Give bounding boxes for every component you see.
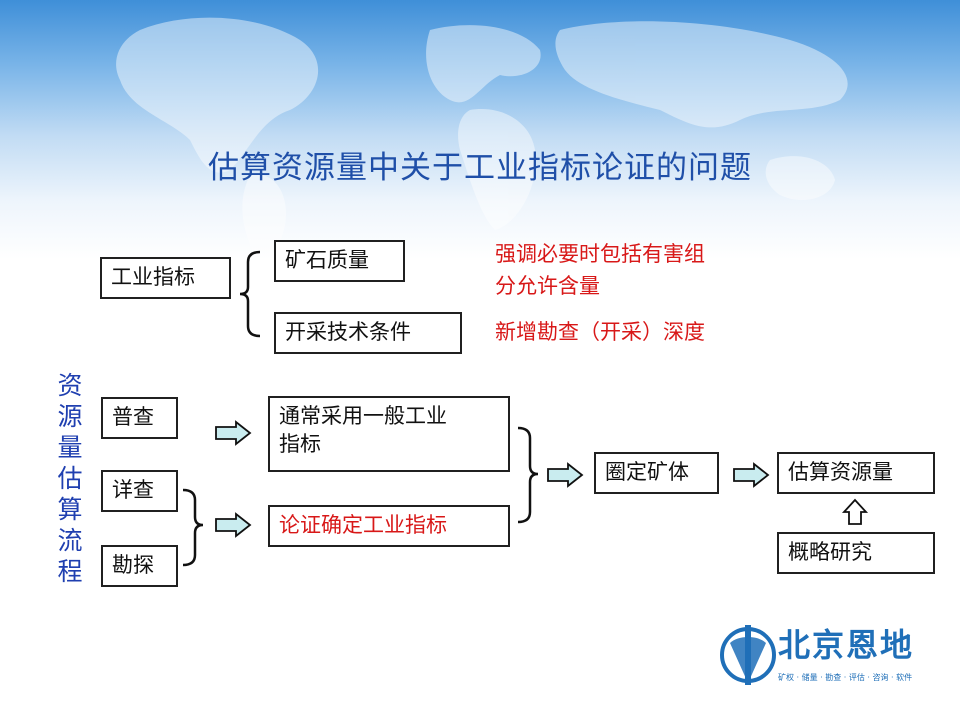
brace-detail-explore xyxy=(182,488,204,567)
arrow-right-icon xyxy=(215,420,252,446)
arrow-up-icon xyxy=(841,498,869,525)
note-harmful-components: 强调必要时包括有害组 分允许含量 xyxy=(495,238,705,302)
scoping-study-box: 概略研究 xyxy=(777,532,935,574)
world-map-background xyxy=(116,17,848,257)
company-logo-icon xyxy=(720,625,776,685)
delineate-orebody-box: 圈定矿体 xyxy=(594,452,719,494)
vertical-char: 程 xyxy=(57,557,83,586)
note-added-depth: 新增勘查（开采）深度 xyxy=(495,320,705,344)
note-harmful-line-2: 分允许含量 xyxy=(495,274,600,298)
general-indicator-line-2: 指标 xyxy=(279,432,321,456)
vertical-char: 流 xyxy=(57,526,83,555)
company-logo-tagline: 矿权 · 储量 · 勘查 · 评估 · 咨询 · 软件 xyxy=(778,673,913,682)
note-harmful-line-1: 强调必要时包括有害组 xyxy=(495,242,705,266)
company-logo-name: 北京恩地 xyxy=(778,626,915,664)
verified-indicator-box: 论证确定工业指标 xyxy=(268,505,510,547)
mining-conditions-box: 开采技术条件 xyxy=(274,312,462,354)
general-indicator-line-1: 通常采用一般工业 xyxy=(279,404,447,428)
vertical-char: 估 xyxy=(57,464,83,493)
exploration-stage-box: 勘探 xyxy=(101,545,178,587)
industrial-indicator-box: 工业指标 xyxy=(100,257,231,299)
detailed-stage-box: 详查 xyxy=(101,470,178,512)
vertical-process-label: 资 源 量 估 算 流 程 xyxy=(53,370,87,587)
page-title: 估算资源量中关于工业指标论证的问题 xyxy=(208,150,752,186)
estimate-resources-box: 估算资源量 xyxy=(777,452,935,494)
survey-stage-box: 普查 xyxy=(101,397,178,439)
arrow-right-icon xyxy=(215,512,252,538)
arrow-right-icon xyxy=(547,462,584,488)
arrow-right-icon xyxy=(733,462,770,488)
general-indicator-box: 通常采用一般工业 指标 xyxy=(268,396,510,472)
vertical-char: 源 xyxy=(57,402,83,431)
vertical-char: 算 xyxy=(57,495,83,524)
vertical-char: 资 xyxy=(57,371,83,400)
brace-industrial xyxy=(239,250,261,338)
vertical-char: 量 xyxy=(57,433,83,462)
brace-merge xyxy=(517,426,539,524)
ore-quality-box: 矿石质量 xyxy=(274,240,405,282)
